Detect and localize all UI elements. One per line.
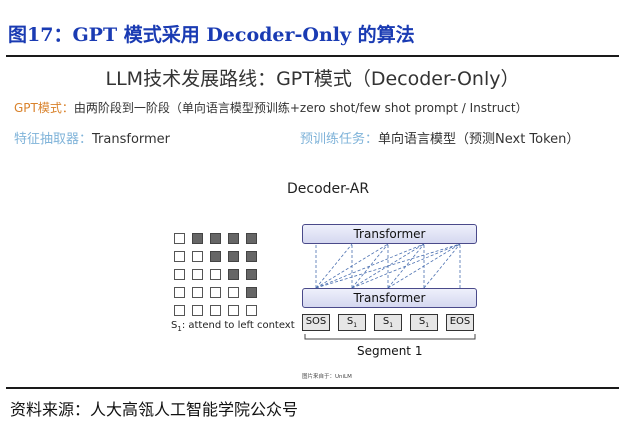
mask-cell: [174, 233, 185, 244]
image-source-note: 图片来自于：UniLM: [302, 374, 352, 380]
transformer-bottom: Transformer: [302, 288, 477, 308]
mask-cell: [228, 269, 239, 280]
mask-cell: [228, 251, 239, 262]
mask-cell: [192, 305, 203, 316]
token-box: SOS: [302, 314, 330, 331]
mask-cell: [246, 251, 257, 262]
bottom-rule: [6, 387, 619, 389]
token-text: S: [346, 316, 354, 327]
token-subscript: 1: [425, 322, 430, 329]
mask-cell: [246, 233, 257, 244]
attend-text: : attend to left context: [181, 320, 295, 331]
mask-cell: [246, 287, 257, 298]
attend-caption: S1: attend to left context: [171, 320, 295, 333]
extractor-line: 特征抽取器：Transformer: [14, 128, 170, 147]
mask-cell: [228, 233, 239, 244]
extractor-label: 特征抽取器：: [14, 132, 93, 147]
mask-cell: [174, 269, 185, 280]
pretrain-task-text: 单向语言模型（预测Next Token）: [378, 132, 580, 147]
mask-cell: [228, 305, 239, 316]
gpt-mode-label: GPT模式：: [14, 101, 74, 115]
token-box: EOS: [446, 314, 474, 331]
token-subscript: 1: [389, 322, 394, 329]
token-box: S1: [338, 314, 366, 331]
slide-title: LLM技术发展路线：GPT模式（Decoder-Only）: [105, 68, 520, 90]
token-box: S1: [374, 314, 402, 331]
gpt-mode-line: GPT模式：由两阶段到一阶段（单向语言模型预训练+zero shot/few s…: [14, 99, 528, 116]
pretrain-task-line: 预训练任务：单向语言模型（预测Next Token）: [300, 128, 579, 147]
mask-cell: [210, 287, 221, 298]
top-rule: [6, 55, 619, 57]
mask-cell: [174, 287, 185, 298]
decoder-ar-title: Decoder-AR: [287, 181, 370, 197]
mask-cell: [192, 287, 203, 298]
transformer-top: Transformer: [302, 224, 477, 244]
mask-cell: [174, 305, 185, 316]
extractor-text: Transformer: [92, 132, 171, 147]
attend-sub: 1: [177, 325, 182, 333]
mask-cell: [210, 251, 221, 262]
mask-cell: [192, 251, 203, 262]
mask-cell: [210, 233, 221, 244]
gpt-mode-text: 由两阶段到一阶段（单向语言模型预训练+zero shot/few shot pr…: [73, 101, 528, 115]
segment-label: Segment 1: [357, 344, 423, 358]
mask-cell: [174, 251, 185, 262]
mask-cell: [246, 269, 257, 280]
mask-cell: [246, 305, 257, 316]
token-box: S1: [410, 314, 438, 331]
token-text: SOS: [305, 316, 327, 327]
token-subscript: 1: [353, 322, 358, 329]
token-text: EOS: [449, 316, 471, 327]
figure-title: 图17：GPT 模式采用 Decoder-Only 的算法: [8, 24, 415, 46]
figure-source: 资料来源：人大高瓴人工智能学院公众号: [10, 400, 299, 419]
token-text: S: [418, 316, 426, 327]
mask-cell: [192, 269, 203, 280]
token-text: S: [382, 316, 390, 327]
mask-cell: [210, 305, 221, 316]
mask-cell: [228, 287, 239, 298]
mask-cell: [192, 233, 203, 244]
pretrain-task-label: 预训练任务：: [300, 132, 379, 147]
attend-s: S: [171, 320, 178, 331]
mask-cell: [210, 269, 221, 280]
